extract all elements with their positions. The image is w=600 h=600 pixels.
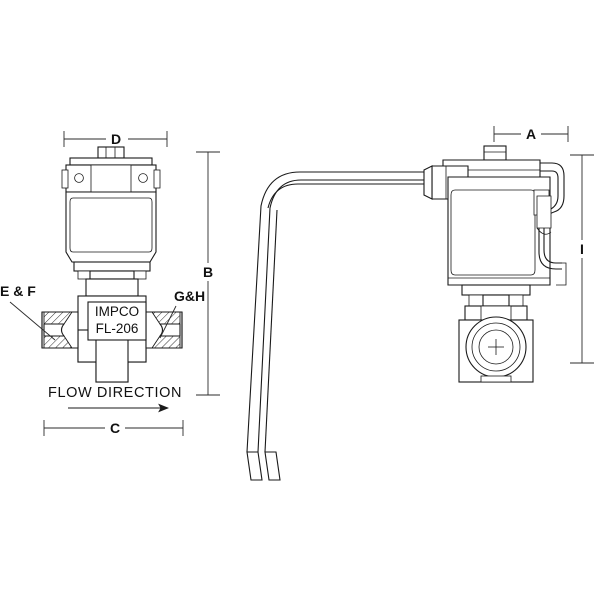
coil-base-flange [73,261,151,297]
left-port-thread [41,311,79,349]
nameplate-line-2: FL-206 [96,321,139,336]
side-coil-body [447,176,551,286]
solenoid-coil-body [65,191,157,263]
side-base-flange [461,284,531,321]
dimension-D: D [63,131,168,147]
valve-body-side [458,316,534,383]
wire-lead-terminal-1 [246,451,263,481]
dimension-B-label: B [203,264,213,280]
front-elevation-view: D [0,131,220,436]
callout-G-and-H-label: G&H [174,288,205,304]
flow-direction-note: FLOW DIRECTION [48,385,182,413]
dimension-A-label: A [526,126,536,142]
wire-leads [246,171,432,481]
callout-G-and-H: G&H [159,288,205,339]
dimension-C-label: C [110,420,120,436]
valve-bottom-boss [480,375,512,383]
product-nameplate: IMPCO FL-206 [87,301,147,341]
dimension-I: I [570,154,594,364]
dimension-D-label: D [111,131,121,147]
side-top-nut [483,145,507,161]
dimension-B: B [196,151,220,396]
side-elevation-view: A [423,126,594,383]
mounting-hole-right [138,173,148,183]
dimension-I-label: I [580,241,584,257]
dimension-C: C [43,420,184,436]
bracket-top-boss [536,195,552,235]
nameplate-line-1: IMPCO [95,304,139,319]
coil-top-nut [97,146,125,159]
mounting-hole-left [74,173,84,183]
coil-top-plate [61,157,161,193]
callout-E-and-F: E & F [0,283,56,341]
wire-lead-terminal-2 [264,451,281,481]
callout-E-and-F-label: E & F [0,283,36,299]
flow-direction-label: FLOW DIRECTION [48,385,182,401]
dimension-A: A [493,126,569,142]
